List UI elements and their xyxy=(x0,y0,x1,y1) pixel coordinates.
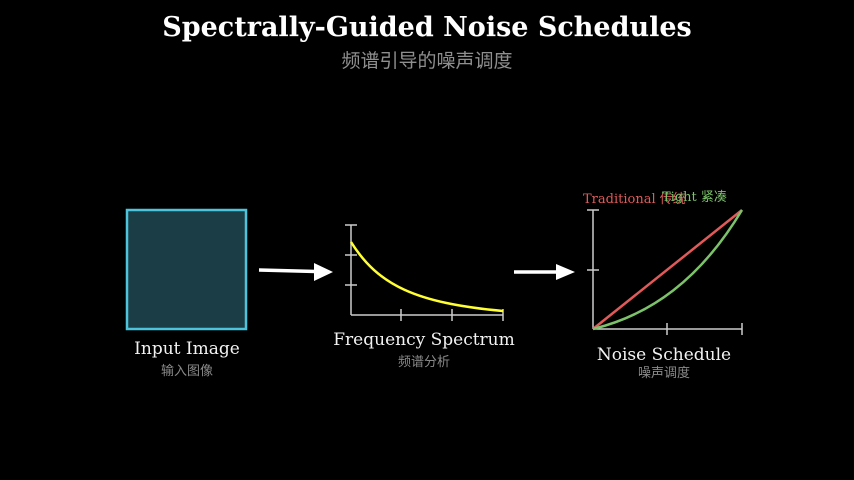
spectrum-curve xyxy=(349,241,504,313)
traditional-schedule-line xyxy=(592,209,743,330)
page-title: Spectrally-Guided Noise Schedules xyxy=(162,12,692,43)
input-image-box xyxy=(125,208,248,331)
legend-tight: Tight 紧凑 xyxy=(662,190,727,205)
page-subtitle: 频谱引导的噪声调度 xyxy=(341,50,513,72)
arrow-right-icon xyxy=(258,263,333,281)
spectrum-axes xyxy=(345,224,504,321)
spectrum-sublabel: 频谱分析 xyxy=(397,355,451,370)
tight-schedule-curve xyxy=(592,209,744,331)
input-image-label: Input Image xyxy=(134,339,240,359)
spectrum-label: Frequency Spectrum xyxy=(333,330,515,350)
schedule-label: Noise Schedule xyxy=(596,345,732,365)
legend-traditional: Traditional 传统 xyxy=(583,192,686,207)
arrow-right-icon xyxy=(514,264,575,280)
schedule-axes xyxy=(587,209,743,335)
schedule-sublabel: 噪声调度 xyxy=(637,366,691,381)
input-image-sublabel: 输入图像 xyxy=(160,364,214,379)
